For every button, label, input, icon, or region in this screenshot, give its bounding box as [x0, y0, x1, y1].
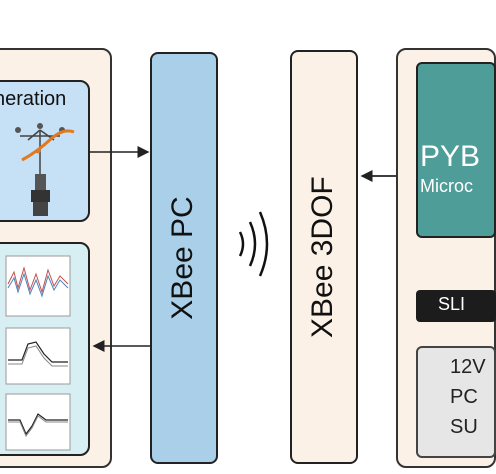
pyboard-block [416, 62, 496, 238]
sli-label: SLI [438, 294, 466, 314]
xbee-pc-label: XBee PC [166, 196, 199, 320]
xbee-3dof-block [290, 50, 358, 464]
pyb-label: PYB [420, 140, 481, 173]
xbee-3dof-label: XBee 3DOF [306, 176, 339, 338]
robot-arm-icon [15, 123, 75, 216]
generation-label: neration [0, 88, 67, 110]
plots-illustration [5, 255, 71, 451]
plots-box [0, 242, 90, 456]
power-line-2: PC [450, 386, 478, 408]
plot-2 [5, 327, 71, 385]
trajectory-generation-box [0, 80, 90, 222]
power-line-1: 12V [450, 356, 486, 378]
power-line-3: SU [450, 416, 478, 438]
connection-arrows [90, 146, 414, 352]
microcontroller-label: Microc [420, 176, 473, 196]
xbee-pc-block [150, 52, 218, 464]
power-supply-block [416, 346, 496, 458]
wireless-signal-icon [238, 211, 269, 277]
sli-block [416, 290, 496, 322]
